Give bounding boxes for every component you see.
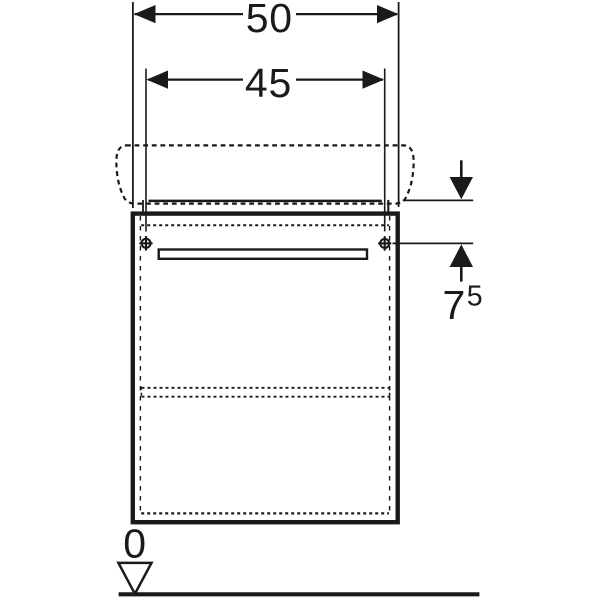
svg-text:5: 5 <box>467 280 483 312</box>
svg-text:50: 50 <box>246 0 293 41</box>
svg-text:0: 0 <box>123 521 146 567</box>
svg-text:45: 45 <box>245 60 292 106</box>
svg-text:7: 7 <box>443 282 466 328</box>
